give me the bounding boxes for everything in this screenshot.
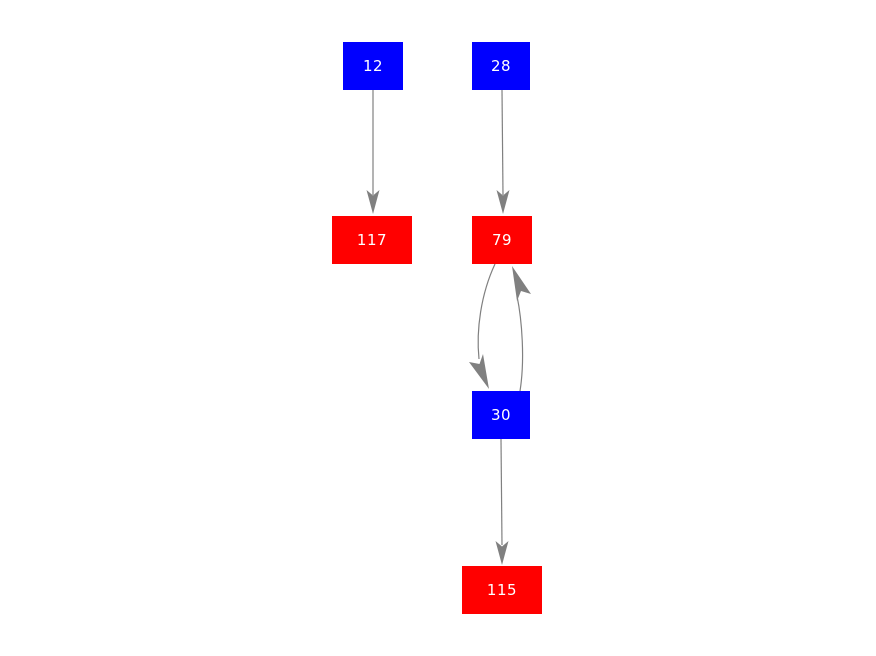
arrowhead-icon <box>512 266 531 301</box>
edge-line <box>501 89 504 196</box>
graph-node-115[interactable]: 115 <box>462 566 542 614</box>
edge-28-to-79 <box>496 89 510 214</box>
arrowhead-icon <box>496 190 510 214</box>
edge-12-to-117 <box>366 90 380 214</box>
node-label: 117 <box>356 230 388 249</box>
graph-node-28[interactable]: 28 <box>472 42 530 90</box>
node-label: 30 <box>490 405 512 424</box>
edge-line <box>500 438 503 546</box>
arrowhead-icon <box>366 190 380 214</box>
node-label: 12 <box>362 56 384 75</box>
node-label: 28 <box>490 56 512 75</box>
edge-curve <box>477 263 496 360</box>
node-label: 79 <box>491 230 513 249</box>
graph-node-117[interactable]: 117 <box>332 216 412 264</box>
graph-node-12[interactable]: 12 <box>343 42 403 90</box>
arrowhead-icon <box>495 541 509 565</box>
arrowhead-icon <box>469 354 489 389</box>
edge-30-to-79 <box>512 266 531 392</box>
edge-curve <box>516 295 524 392</box>
graph-node-79[interactable]: 79 <box>472 216 532 264</box>
node-label: 115 <box>486 580 518 599</box>
graph-node-30[interactable]: 30 <box>472 391 530 439</box>
edge-79-to-30 <box>469 263 496 389</box>
edge-30-to-115 <box>495 438 509 565</box>
